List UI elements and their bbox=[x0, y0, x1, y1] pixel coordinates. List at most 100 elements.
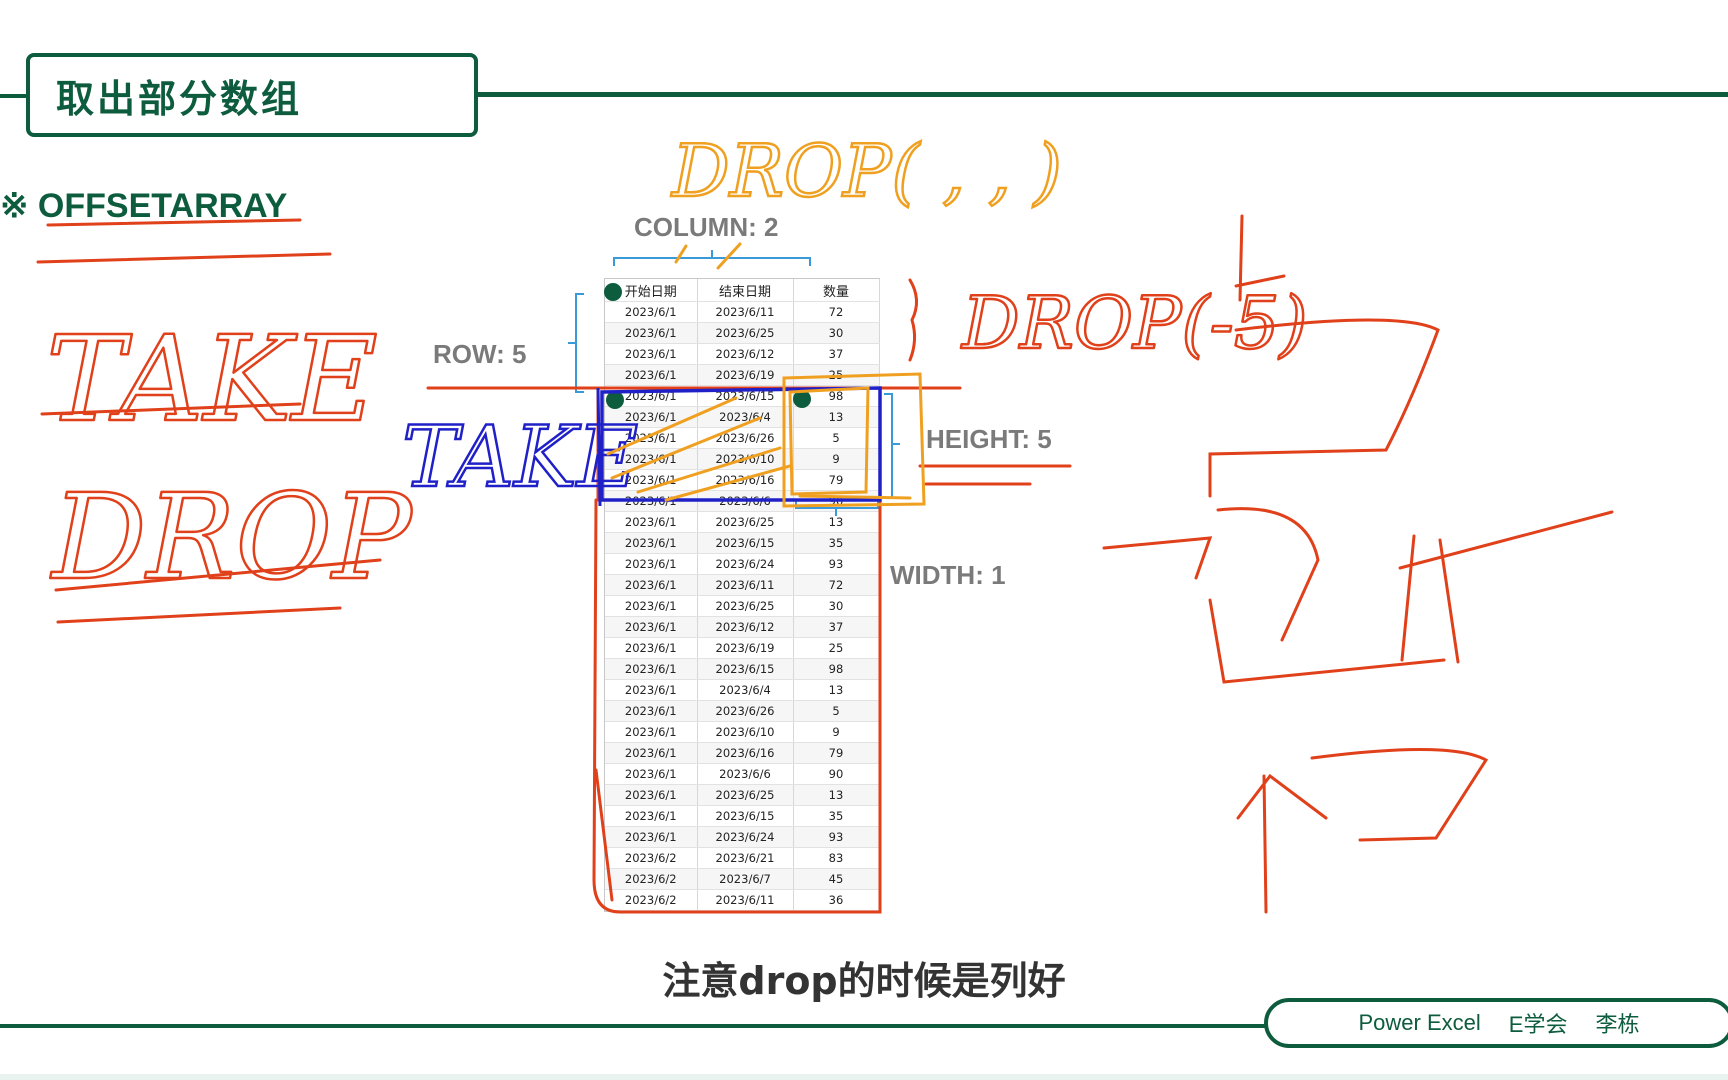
table-cell: 25 bbox=[793, 637, 880, 659]
table-cell: 2023/6/12 bbox=[697, 616, 794, 638]
table-cell: 2023/6/1 bbox=[605, 448, 698, 470]
footer-rule bbox=[0, 1024, 1270, 1028]
handwriting-take: TAKE bbox=[46, 310, 378, 448]
footer-org: E学会 bbox=[1508, 1012, 1568, 1037]
height-label: HEIGHT: 5 bbox=[926, 424, 1052, 454]
table-cell: 25 bbox=[793, 364, 880, 386]
anchor-dot-take bbox=[606, 391, 624, 409]
table-cell: 2023/6/4 bbox=[697, 679, 794, 701]
handwriting-drop: DROP bbox=[50, 468, 414, 606]
table-cell: 2023/6/25 bbox=[697, 784, 794, 806]
table-cell: 2023/6/19 bbox=[697, 637, 794, 659]
table-cell: 2023/6/12 bbox=[697, 343, 794, 365]
table-cell: 2023/6/15 bbox=[697, 532, 794, 554]
table-cell: 2023/6/1 bbox=[605, 763, 698, 785]
anchor-dot-drop bbox=[793, 390, 811, 408]
table-cell: 2023/6/1 bbox=[605, 658, 698, 680]
column-header: 结束日期 bbox=[697, 279, 794, 302]
table-cell: 83 bbox=[793, 847, 880, 869]
handwriting-drop-top: DROP( , , ) bbox=[670, 129, 1062, 213]
table-cell: 2023/6/26 bbox=[697, 427, 794, 449]
column-header: 开始日期 bbox=[605, 279, 698, 302]
table-cell: 79 bbox=[793, 742, 880, 764]
row-label: ROW: 5 bbox=[433, 339, 527, 369]
header-rule-right bbox=[478, 92, 1728, 97]
table-cell: 2023/6/1 bbox=[605, 490, 698, 512]
table-cell: 2023/6/1 bbox=[605, 595, 698, 617]
table-cell: 2023/6/15 bbox=[697, 805, 794, 827]
table-cell: 2023/6/1 bbox=[605, 322, 698, 344]
table-cell: 2023/6/25 bbox=[697, 511, 794, 533]
table-cell: 2023/6/10 bbox=[697, 448, 794, 470]
table-cell: 2023/6/1 bbox=[605, 679, 698, 701]
table-cell: 2023/6/11 bbox=[697, 889, 794, 911]
table-cell: 2023/6/1 bbox=[605, 343, 698, 365]
table-cell: 30 bbox=[793, 322, 880, 344]
table-cell: 2023/6/16 bbox=[697, 469, 794, 491]
table-cell: 2023/6/1 bbox=[605, 301, 698, 323]
table-cell: 45 bbox=[793, 868, 880, 890]
table-cell: 13 bbox=[793, 784, 880, 806]
table-cell: 2023/6/1 bbox=[605, 553, 698, 575]
table-cell: 2023/6/1 bbox=[605, 574, 698, 596]
table-cell: 2023/6/19 bbox=[697, 364, 794, 386]
table-cell: 2023/6/2 bbox=[605, 889, 698, 911]
table-cell: 2023/6/1 bbox=[605, 469, 698, 491]
table-cell: 2023/6/1 bbox=[605, 742, 698, 764]
table-cell: 2023/6/1 bbox=[605, 427, 698, 449]
table-cell: 93 bbox=[793, 553, 880, 575]
table-cell: 72 bbox=[793, 574, 880, 596]
table-header-row: 开始日期 结束日期 数量 bbox=[605, 279, 880, 302]
section-subtitle: ※ OFFSETARRAY bbox=[0, 187, 288, 225]
footer-author: 李栋 bbox=[1595, 1012, 1640, 1037]
bottom-strip bbox=[0, 1074, 1728, 1080]
table-cell: 90 bbox=[793, 763, 880, 785]
column-header: 数量 bbox=[793, 279, 880, 302]
table-cell: 2023/6/15 bbox=[697, 385, 794, 407]
table-cell: 2023/6/26 bbox=[697, 700, 794, 722]
table-cell: 2023/6/2 bbox=[605, 868, 698, 890]
table-cell: 2023/6/4 bbox=[697, 406, 794, 428]
table-cell: 37 bbox=[793, 616, 880, 638]
table-cell: 2023/6/2 bbox=[605, 847, 698, 869]
table-cell: 2023/6/1 bbox=[605, 805, 698, 827]
table-cell: 2023/6/15 bbox=[697, 658, 794, 680]
handwriting-drop-right: DROP(-5) bbox=[960, 281, 1308, 365]
table-cell: 2023/6/7 bbox=[697, 868, 794, 890]
table-cell: 2023/6/25 bbox=[697, 595, 794, 617]
table-cell: 2023/6/24 bbox=[697, 553, 794, 575]
table-cell: 2023/6/1 bbox=[605, 532, 698, 554]
table-cell: 9 bbox=[793, 721, 880, 743]
table-cell: 93 bbox=[793, 826, 880, 848]
table-cell: 2023/6/1 bbox=[605, 616, 698, 638]
table-cell: 2023/6/1 bbox=[605, 826, 698, 848]
table-cell: 2023/6/1 bbox=[605, 637, 698, 659]
table-cell: 2023/6/1 bbox=[605, 721, 698, 743]
table-cell: 5 bbox=[793, 700, 880, 722]
table-cell: 13 bbox=[793, 406, 880, 428]
subtitle-caption: 注意drop的时候是列好 bbox=[662, 959, 1066, 1003]
table-cell: 9 bbox=[793, 448, 880, 470]
table-cell: 2023/6/10 bbox=[697, 721, 794, 743]
table-cell: 5 bbox=[793, 427, 880, 449]
table-cell: 2023/6/11 bbox=[697, 574, 794, 596]
title-box: 取出部分数组 bbox=[26, 53, 478, 137]
table-cell: 2023/6/1 bbox=[605, 700, 698, 722]
